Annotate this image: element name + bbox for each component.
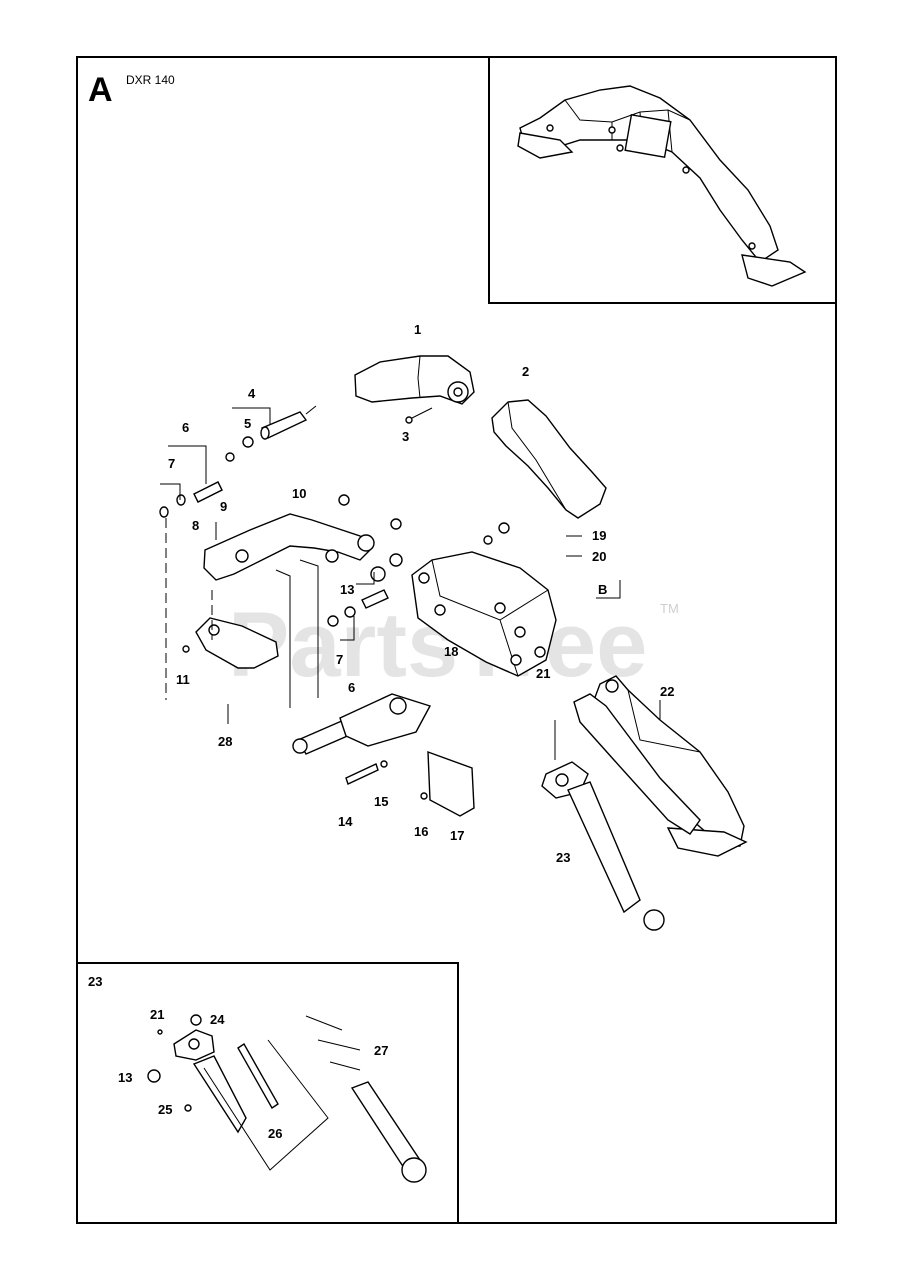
callout-4: 4	[248, 386, 256, 401]
callout-23: 23	[556, 850, 570, 865]
leader-lines	[160, 407, 661, 760]
reference-bracket-2	[299, 559, 319, 698]
callout-22: 22	[660, 684, 674, 699]
callout-1: 1	[414, 322, 421, 337]
part-15-cylinder	[292, 693, 432, 755]
callout-9: 9	[220, 499, 227, 514]
callout-3: 3	[402, 429, 409, 444]
callout-26: 26	[268, 1126, 282, 1141]
callout-16: 16	[414, 824, 428, 839]
callout-18: 18	[444, 644, 458, 659]
section-letter: A	[88, 71, 113, 109]
overview-boom-assembly	[517, 85, 807, 287]
part-18-center-block	[411, 551, 557, 677]
callout-17: 17	[450, 828, 464, 843]
callout-2: 2	[522, 364, 529, 379]
callout-15: 15	[374, 794, 388, 809]
callout-13b: 13	[118, 1070, 132, 1085]
callout-21b: 21	[150, 1007, 164, 1022]
part-7-washers-lower	[327, 589, 389, 627]
reference-bracket	[275, 569, 291, 708]
part-1-boom-head	[354, 355, 475, 424]
part-14-bolt	[345, 760, 388, 785]
callout-27: 27	[374, 1043, 388, 1058]
callout-7b: 7	[336, 652, 343, 667]
watermark-tm: TM	[660, 601, 679, 616]
part-22-main-boom	[573, 675, 748, 857]
callout-24: 24	[210, 1012, 225, 1027]
part-17-cover-plate	[420, 750, 475, 817]
callout-7a: 7	[168, 456, 175, 471]
callout-6a: 6	[182, 420, 189, 435]
callout-28: 28	[218, 734, 232, 749]
callout-8: 8	[192, 518, 199, 533]
part-10-swing-frame	[203, 494, 510, 581]
overview-inset-frame	[488, 56, 837, 304]
part-4-pin	[260, 405, 317, 440]
callout-5: 5	[244, 416, 251, 431]
callout-11: 11	[176, 672, 190, 687]
callout-6b: 6	[348, 680, 355, 695]
model-label: DXR 140	[126, 73, 175, 87]
part-2-boom-cover	[491, 399, 607, 519]
callout-10: 10	[292, 486, 306, 501]
callout-20: 20	[592, 549, 606, 564]
part-11-lower-bracket	[182, 617, 279, 669]
detail-inset-frame	[76, 962, 459, 1224]
part-6-pin-upper	[159, 481, 223, 518]
part-23-cylinder	[541, 761, 665, 931]
callout-25: 25	[158, 1102, 172, 1117]
part-13-bushings	[325, 549, 403, 582]
callout-13a: 13	[340, 582, 354, 597]
callout-19: 19	[592, 528, 606, 543]
detail-23-assembly	[147, 1014, 427, 1183]
callout-14: 14	[338, 814, 353, 829]
detail-inset-label: 23	[88, 974, 102, 989]
callout-21a: 21	[536, 666, 550, 681]
part-5-bushing	[225, 436, 254, 462]
callout-b: B	[598, 582, 607, 597]
